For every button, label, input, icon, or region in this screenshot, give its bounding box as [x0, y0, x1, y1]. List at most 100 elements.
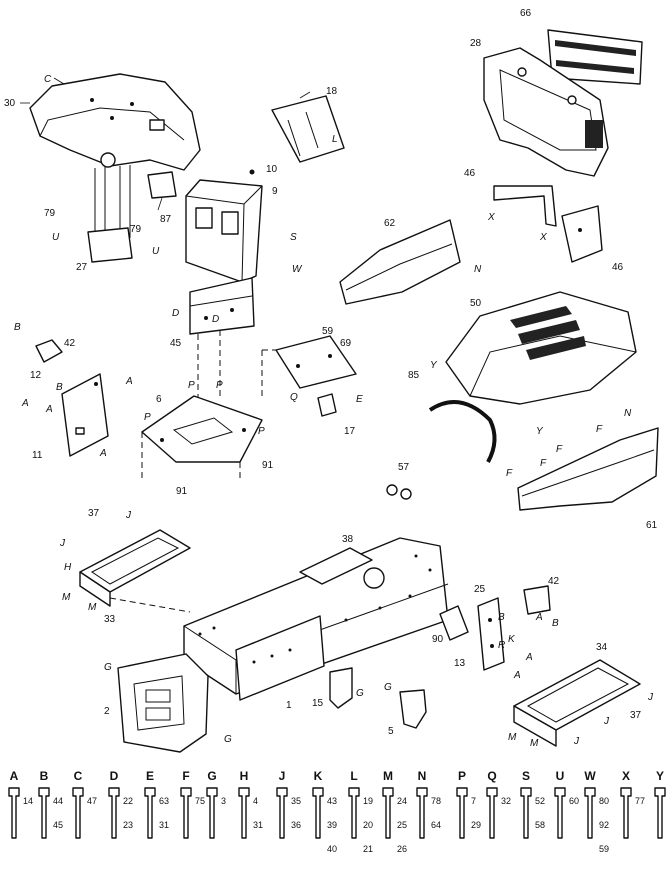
ref-letter-r: R: [498, 640, 505, 651]
callout-27: 27: [76, 262, 88, 273]
callout-85: 85: [408, 370, 420, 381]
bracket-18: [271, 91, 345, 163]
callout-18: 18: [326, 86, 338, 97]
legend-item-j: J 35 36: [276, 769, 301, 839]
callout-42-left: 42: [64, 338, 76, 349]
ref-letter-j-right-3: J: [647, 692, 654, 703]
ref-letter-f-4: F: [506, 468, 513, 479]
legend-part-number: 35: [291, 796, 301, 806]
hood-bracket-28: [483, 47, 609, 177]
legend-part-number: 22: [123, 796, 133, 806]
callout-34: 34: [596, 642, 608, 653]
seal-85: [428, 400, 497, 463]
legend-letter-x: X: [622, 769, 630, 783]
callout-10: 10: [266, 164, 278, 175]
ref-letter-j-2: J: [59, 538, 66, 549]
ref-letter-e: E: [356, 394, 363, 405]
callout-17: 17: [344, 426, 356, 437]
ref-letter-j-right-2: J: [603, 716, 610, 727]
legend-part-number: 80: [599, 796, 609, 806]
legend-item-g: G3: [206, 769, 226, 839]
legend-part-number: 21: [363, 844, 373, 854]
legend-letter-e: E: [146, 769, 154, 783]
legend-part-number: 31: [253, 820, 263, 830]
legend-letter-c: C: [74, 769, 83, 783]
ref-letter-f-3: F: [540, 458, 547, 469]
ref-letter-p-1: P: [188, 380, 195, 391]
side-rail-62: [339, 219, 461, 305]
callout-15: 15: [312, 698, 324, 709]
legend-letter-l: L: [350, 769, 357, 783]
ref-letter-g-3: G: [356, 688, 364, 699]
fastener-icon: [238, 787, 250, 839]
ref-letter-w: W: [292, 264, 303, 275]
legend-letter-n: N: [418, 769, 427, 783]
ref-letter-u-left: U: [52, 232, 60, 243]
ref-letter-b-mid: B: [56, 382, 63, 393]
callout-45: 45: [170, 338, 182, 349]
fastener-icon: [348, 787, 360, 839]
legend-letter-a: A: [10, 769, 19, 783]
bracket-45: [189, 277, 255, 400]
fastener-icon: [520, 787, 532, 839]
ref-letter-a-right-1: A: [535, 612, 543, 623]
ref-letter-m-right-1: M: [508, 732, 517, 743]
callout-61: 61: [646, 520, 658, 531]
legend-part-number: 59: [599, 844, 609, 854]
legend-item-f: F75: [180, 769, 205, 839]
bracket-5: [399, 689, 427, 729]
legend-item-y: Y: [654, 769, 666, 839]
ref-letter-x-top: X: [487, 212, 495, 223]
legend-part-number: 36: [291, 820, 301, 830]
legend-part-number: 78: [431, 796, 441, 806]
callout-2: 2: [104, 706, 110, 717]
legend-letter-u: U: [556, 769, 565, 783]
ref-letter-s: S: [290, 232, 297, 243]
legend-letter-h: H: [240, 769, 249, 783]
ref-letter-d-right: D: [212, 314, 219, 325]
legend-part-number: 31: [159, 820, 169, 830]
fastener-icon: [180, 787, 192, 839]
dash-panel-30: [20, 73, 201, 263]
legend-part-number: 14: [23, 796, 33, 806]
legend-part-number: 24: [397, 796, 407, 806]
legend-part-number: 32: [501, 796, 511, 806]
ref-letter-q: Q: [290, 392, 298, 403]
ref-letter-a-left: A: [21, 398, 29, 409]
callout-28: 28: [470, 38, 482, 49]
ref-letter-b-right: B: [498, 612, 505, 623]
callout-9: 9: [272, 186, 278, 197]
legend-part-number: 20: [363, 820, 373, 830]
grille-66: [547, 29, 643, 85]
legend-letter-d: D: [110, 769, 119, 783]
callout-1: 1: [286, 700, 292, 711]
legend-letter-p: P: [458, 769, 466, 783]
ref-letter-b-far: B: [552, 618, 559, 629]
ref-letter-d-left: D: [172, 308, 179, 319]
callout-42-right: 42: [548, 576, 560, 587]
ref-letter-a-right-3: A: [513, 670, 521, 681]
ref-letter-m-right-2: M: [530, 738, 539, 749]
fastener-icon: [108, 787, 120, 839]
footrest-37-right: [513, 659, 641, 747]
ref-letter-h: H: [64, 562, 72, 573]
callout-79-left: 79: [44, 208, 56, 219]
legend-part-number: 77: [635, 796, 645, 806]
callout-30: 30: [4, 98, 16, 109]
legend-letter-y: Y: [656, 769, 664, 783]
ref-letter-m-1: M: [62, 592, 71, 603]
ref-letter-n-right: N: [624, 408, 632, 419]
legend-part-number: 58: [535, 820, 545, 830]
fastener-icon: [206, 787, 218, 839]
fastener-icon: [276, 787, 288, 839]
ref-letter-j-1: J: [125, 510, 132, 521]
legend-part-number: 25: [397, 820, 407, 830]
legend-part-number: 7: [471, 796, 476, 806]
legend-letter-j: J: [279, 769, 286, 783]
legend-item-q: Q32: [486, 769, 511, 839]
legend-letter-b: B: [40, 769, 49, 783]
